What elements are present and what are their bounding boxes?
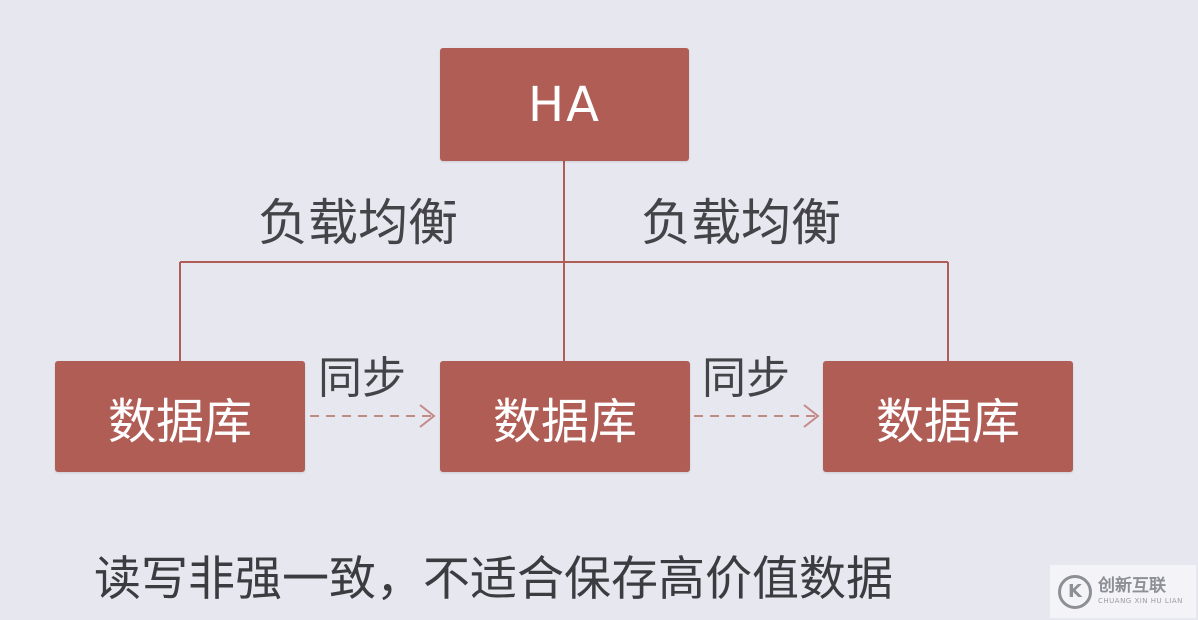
database-node-2: 数据库: [440, 361, 690, 472]
watermark-logo-icon: K: [1058, 574, 1092, 609]
watermark-name: 创新互联: [1098, 576, 1166, 596]
sync-arrow-1: [310, 404, 436, 428]
database-node-1: 数据库: [55, 361, 305, 472]
sync-arrow-2: [694, 404, 820, 428]
sync-label-1: 同步: [318, 353, 406, 404]
sync-label-2: 同步: [702, 353, 790, 404]
watermark: K 创新互联 CHUANG XIN HU LIAN: [1050, 565, 1196, 618]
database-node-3: 数据库: [823, 361, 1073, 472]
diagram-caption: 读写非强一致，不适合保存高价值数据: [94, 552, 893, 607]
watermark-subtitle: CHUANG XIN HU LIAN: [1098, 597, 1183, 605]
load-balance-label-left: 负载均衡: [258, 194, 458, 252]
ha-node: HA: [440, 48, 689, 161]
load-balance-label-right: 负载均衡: [641, 194, 841, 252]
